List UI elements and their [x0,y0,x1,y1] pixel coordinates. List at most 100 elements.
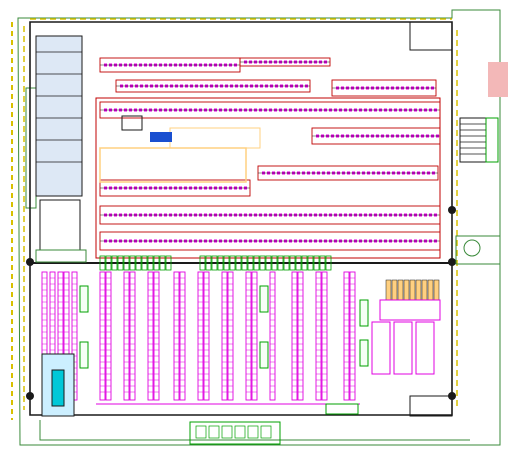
dock-ramp [325,403,359,415]
sorter-enclosure [95,97,441,259]
pallet-rack [269,271,276,401]
aisle-marker [259,285,269,313]
packing-station [397,279,404,301]
pallet-rack [221,271,228,401]
stair-core [459,117,499,163]
pallet-rack [147,271,154,401]
staging-bay [289,255,296,271]
staging-bay [253,255,260,271]
staging-bay [165,255,172,271]
packing-station [391,279,398,301]
packing-station [385,279,392,301]
staging-bay [319,255,326,271]
aisle-marker [79,285,89,313]
pallet-rack [153,271,160,401]
stair-core-se [409,395,453,417]
office-block [35,35,87,263]
aisle-marker [79,341,89,369]
aisle-marker [359,339,369,367]
pallet-rack [197,271,204,401]
staging-bay [241,255,248,271]
site-boundary-line [17,9,501,446]
packing-station [421,279,428,301]
packing-station [403,279,410,301]
gatehouse-building [189,421,281,445]
pallet-rack [203,271,210,401]
dock-area [41,21,453,417]
pallet-rack [291,271,298,401]
pallet-rack [179,271,186,401]
packing-station [415,279,422,301]
shelf-block [415,321,435,375]
shelf-block [393,321,413,375]
staging-bay [111,255,118,271]
pallet-rack [105,271,112,401]
staging-bay [271,255,278,271]
staging-bay [153,255,160,271]
staging-bay [217,255,224,271]
staging-bay [259,255,266,271]
staging-bay [123,255,130,271]
gatehouse [189,421,281,445]
staging-bay [229,255,236,271]
staging-bay [105,255,112,271]
pallet-rack [315,271,322,401]
vehicle-pad-outline [455,235,501,265]
office-corridor [35,249,87,263]
packing-station [409,279,416,301]
gate-lane [221,425,233,439]
staging-bay [129,255,136,271]
aisle-marker [359,299,369,327]
gate-lane [247,425,259,439]
staging-bay [307,255,314,271]
pallet-rack [227,271,234,401]
office-wing [35,35,83,197]
staging-bay [301,255,308,271]
staging-bay [159,255,166,271]
pallet-rack [349,271,356,401]
staging-bay [283,255,290,271]
pallet-rack [173,271,180,401]
staging-bay [313,255,320,271]
column-marker [26,392,34,400]
staging-bay [117,255,124,271]
pallet-rack [245,271,252,401]
staging-bay [99,255,106,271]
pallet-rack [321,271,328,401]
staging-bay [325,255,332,271]
gate-lane [195,425,207,439]
pallet-rack [129,271,136,401]
staging-bay [211,255,218,271]
control-panel [150,132,172,142]
gate-lane [260,425,272,439]
pallet-rack [123,271,130,401]
staging-bay [235,255,242,271]
packing-station [433,279,440,301]
dock-leveller [51,369,65,407]
marshalling-lanes [99,255,441,375]
staging-bay [295,255,302,271]
staging-bay [223,255,230,271]
column-marker [448,206,456,214]
pallet-rack [251,271,258,401]
pallet-rack [99,271,106,401]
staging-bay [265,255,272,271]
annex-block [488,62,508,97]
access-road-edge [39,420,470,441]
pallet-rack [297,271,304,401]
staging-bay [277,255,284,271]
turning-circle [463,239,481,257]
lift-shaft [121,115,143,131]
conveyor-sorter-area [95,57,441,259]
gate-lane [208,425,220,439]
staging-bay [147,255,154,271]
packing-station [427,279,434,301]
staging-bay [141,255,148,271]
gate-lane [234,425,246,439]
staging-bay [135,255,142,271]
vehicle-pad [455,235,501,265]
shelf-block [379,299,441,321]
